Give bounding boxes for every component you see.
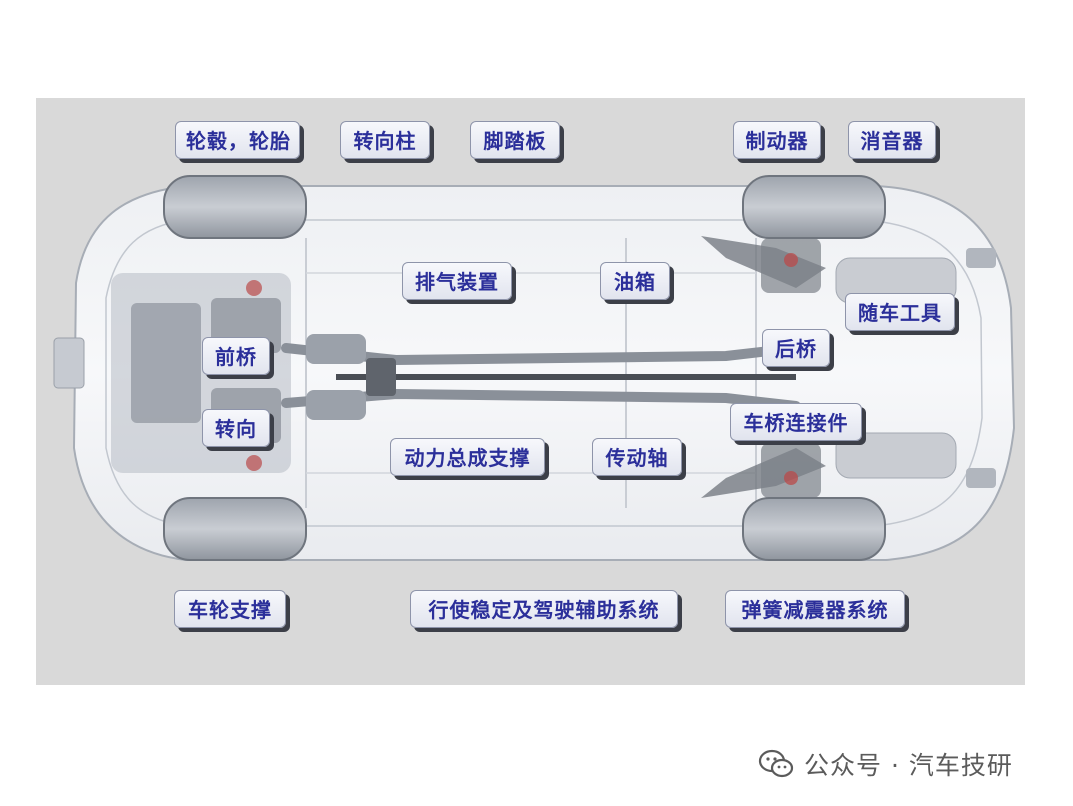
front-right-tire	[163, 497, 307, 561]
watermark-text: 公众号 · 汽车技研	[804, 751, 1013, 780]
label-drive-shaft[interactable]: 传动轴	[592, 438, 682, 476]
label-front-axle[interactable]: 前桥	[202, 337, 270, 375]
car-underbody-illustration	[53, 175, 1016, 561]
label-spring-damper[interactable]: 弹簧减震器系统	[725, 590, 905, 628]
tires	[163, 175, 886, 561]
label-muffler[interactable]: 消音器	[848, 121, 936, 159]
label-steering[interactable]: 转向	[202, 409, 270, 447]
label-steering-column[interactable]: 转向柱	[340, 121, 430, 159]
label-brake[interactable]: 制动器	[733, 121, 821, 159]
label-pedal-board[interactable]: 脚踏板	[470, 121, 560, 159]
rear-suspension	[701, 236, 996, 498]
label-axle-connector[interactable]: 车桥连接件	[730, 403, 862, 441]
label-onboard-tools[interactable]: 随车工具	[845, 293, 955, 331]
label-exhaust-system[interactable]: 排气装置	[402, 262, 512, 300]
label-stability-assist[interactable]: 行使稳定及驾驶辅助系统	[410, 590, 678, 628]
rear-left-tire	[742, 175, 886, 239]
wechat-icon	[758, 749, 794, 778]
chassis-diagram-panel	[36, 98, 1025, 685]
label-powertrain-mount[interactable]: 动力总成支撑	[390, 438, 545, 476]
watermark: 公众号 · 汽车技研	[758, 744, 1013, 784]
label-wheel-hub-tire[interactable]: 轮毂，轮胎	[175, 121, 300, 159]
label-wheel-support[interactable]: 车轮支撑	[174, 590, 286, 628]
exhaust-and-driveshaft	[281, 334, 801, 420]
rear-right-tire	[742, 497, 886, 561]
label-rear-axle[interactable]: 后桥	[762, 329, 830, 367]
front-left-tire	[163, 175, 307, 239]
label-fuel-tank[interactable]: 油箱	[600, 262, 670, 300]
